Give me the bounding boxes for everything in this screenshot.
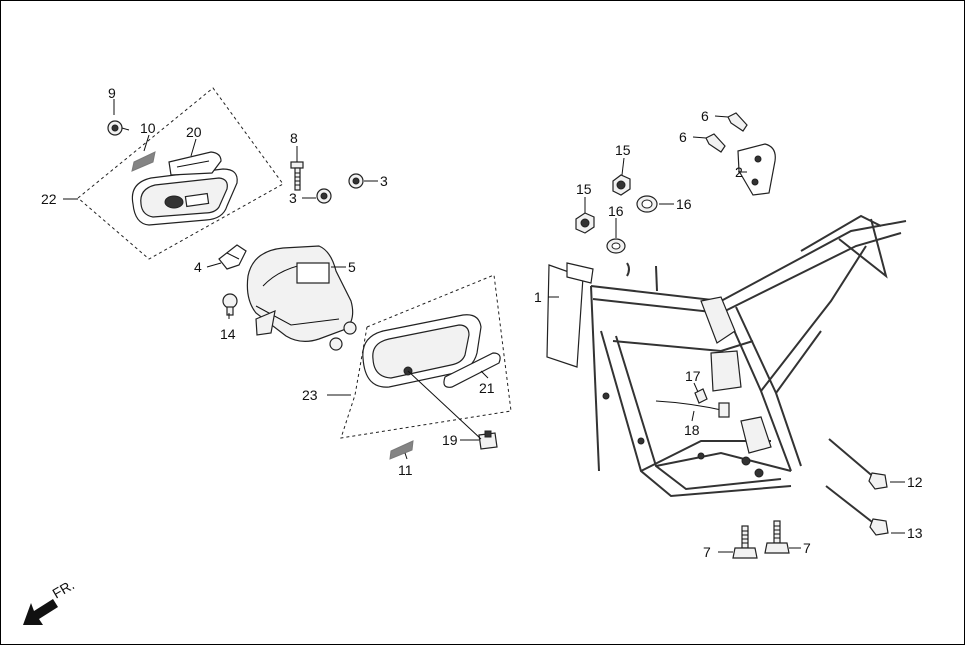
emblem-11-part <box>389 440 414 460</box>
callout-4: 4 <box>194 259 202 275</box>
callout-8: 8 <box>290 130 298 146</box>
trim-21-part <box>443 352 501 388</box>
front-label: FR. <box>50 576 78 601</box>
bolt-14-part <box>222 293 238 316</box>
callout-15a: 15 <box>615 142 631 158</box>
bolt-6a-part <box>727 112 748 132</box>
callout-11: 11 <box>398 462 413 478</box>
bolt-7a-part <box>732 525 758 559</box>
bolt-6b-part <box>705 133 726 153</box>
washer-16a-part <box>636 195 658 213</box>
cover-22-part <box>131 168 238 226</box>
bolt-7b-part <box>764 520 790 554</box>
callout-15b: 15 <box>576 181 592 197</box>
nut-15a-part <box>612 174 631 196</box>
callout-6b: 6 <box>679 129 687 145</box>
callout-2: 2 <box>735 164 743 180</box>
nut-3a-part <box>316 188 332 204</box>
callout-16b: 16 <box>608 203 624 219</box>
callout-18: 18 <box>684 422 700 438</box>
assembly-22-outline <box>77 87 284 260</box>
callout-6a: 6 <box>701 108 709 124</box>
bolt-8-part <box>290 161 304 191</box>
bolt-13-part <box>825 485 889 536</box>
callout-3a: 3 <box>289 190 297 206</box>
leader-23-19 <box>407 370 482 440</box>
front-arrow-icon <box>23 599 58 625</box>
callout-14: 14 <box>220 326 236 342</box>
callout-16a: 16 <box>676 196 692 212</box>
clip-4-part <box>218 244 247 270</box>
trim-20-part <box>168 151 222 176</box>
callout-17: 17 <box>685 368 701 384</box>
washer-16b-part <box>606 238 626 254</box>
callout-23: 23 <box>302 387 318 403</box>
callout-3b: 3 <box>380 173 388 189</box>
callout-22: 22 <box>41 191 57 207</box>
callout-19: 19 <box>442 432 458 448</box>
bolt-12-part <box>828 438 888 490</box>
bolt-19-part <box>478 430 498 450</box>
frame-1-part <box>546 214 907 498</box>
nut-15b-part <box>575 212 595 234</box>
bracket-2-part <box>737 143 776 196</box>
assembly-23-outline <box>340 274 512 439</box>
leader-lines <box>63 99 905 553</box>
nut-3b-part <box>348 173 364 189</box>
callout-7a: 7 <box>703 544 711 560</box>
callout-12: 12 <box>907 474 923 490</box>
clamp-18-part <box>655 400 730 418</box>
cover-23-part <box>362 314 482 388</box>
callout-13: 13 <box>907 525 923 541</box>
callout-7b: 7 <box>803 540 811 556</box>
callout-9: 9 <box>108 85 116 101</box>
callout-20: 20 <box>186 124 202 140</box>
callout-5: 5 <box>348 259 356 275</box>
clip-17-part <box>694 388 708 404</box>
box-5-part <box>246 245 357 351</box>
callout-1: 1 <box>534 289 542 305</box>
emblem-10-part <box>131 151 156 172</box>
callout-10: 10 <box>140 120 156 136</box>
callout-21: 21 <box>479 380 495 396</box>
bolt-9-part <box>107 120 130 136</box>
